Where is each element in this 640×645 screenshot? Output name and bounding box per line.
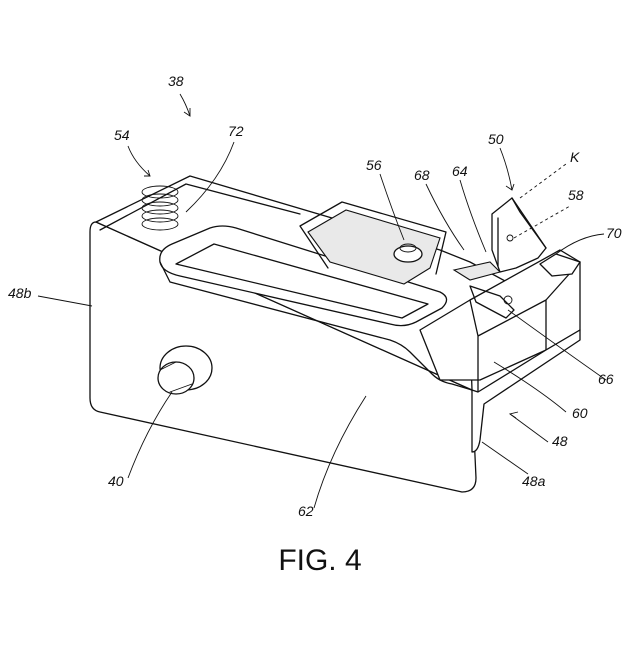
- label-58: 58: [568, 187, 584, 203]
- figure-caption: FIG. 4: [278, 544, 361, 577]
- label-72: 72: [228, 123, 244, 139]
- label-48a: 48a: [522, 473, 546, 489]
- arrow-38: [184, 108, 190, 116]
- label-k: K: [570, 149, 580, 165]
- label-48b: 48b: [8, 285, 32, 301]
- arrow-50: [506, 184, 514, 190]
- label-40: 40: [108, 473, 124, 489]
- button-56: [394, 246, 422, 262]
- axis-k: [520, 164, 566, 198]
- label-56: 56: [366, 157, 382, 173]
- label-48: 48: [552, 433, 568, 449]
- arrow-48: [510, 412, 518, 418]
- label-62: 62: [298, 503, 314, 519]
- label-64: 64: [452, 163, 468, 179]
- label-70: 70: [606, 225, 622, 241]
- label-38: 38: [168, 73, 184, 89]
- label-68: 68: [414, 167, 430, 183]
- label-66: 66: [598, 371, 614, 387]
- label-54: 54: [114, 127, 130, 143]
- label-50: 50: [488, 131, 504, 147]
- label-60: 60: [572, 405, 588, 421]
